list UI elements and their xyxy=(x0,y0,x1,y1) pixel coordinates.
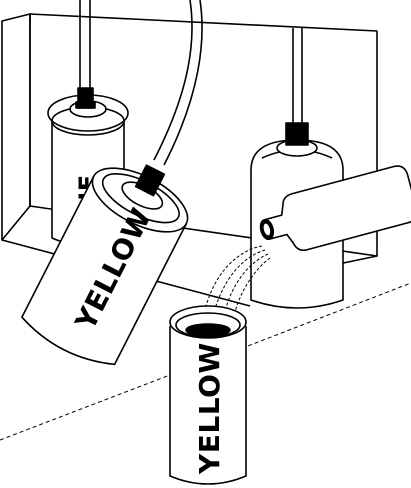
yellow-can-front xyxy=(169,305,247,485)
yellow-can-hose xyxy=(153,0,203,166)
blue-can-hose xyxy=(79,0,91,90)
grey-can xyxy=(250,28,344,309)
yellow-can-tilted xyxy=(21,164,189,366)
box-left-wall xyxy=(1,13,31,241)
pouring-bottle xyxy=(259,165,411,252)
pouring-stream xyxy=(204,245,271,317)
dashed-boundary-line xyxy=(0,282,411,441)
yellow-can-front-label: YELLOW xyxy=(193,342,226,475)
grey-can-hose xyxy=(292,28,303,125)
